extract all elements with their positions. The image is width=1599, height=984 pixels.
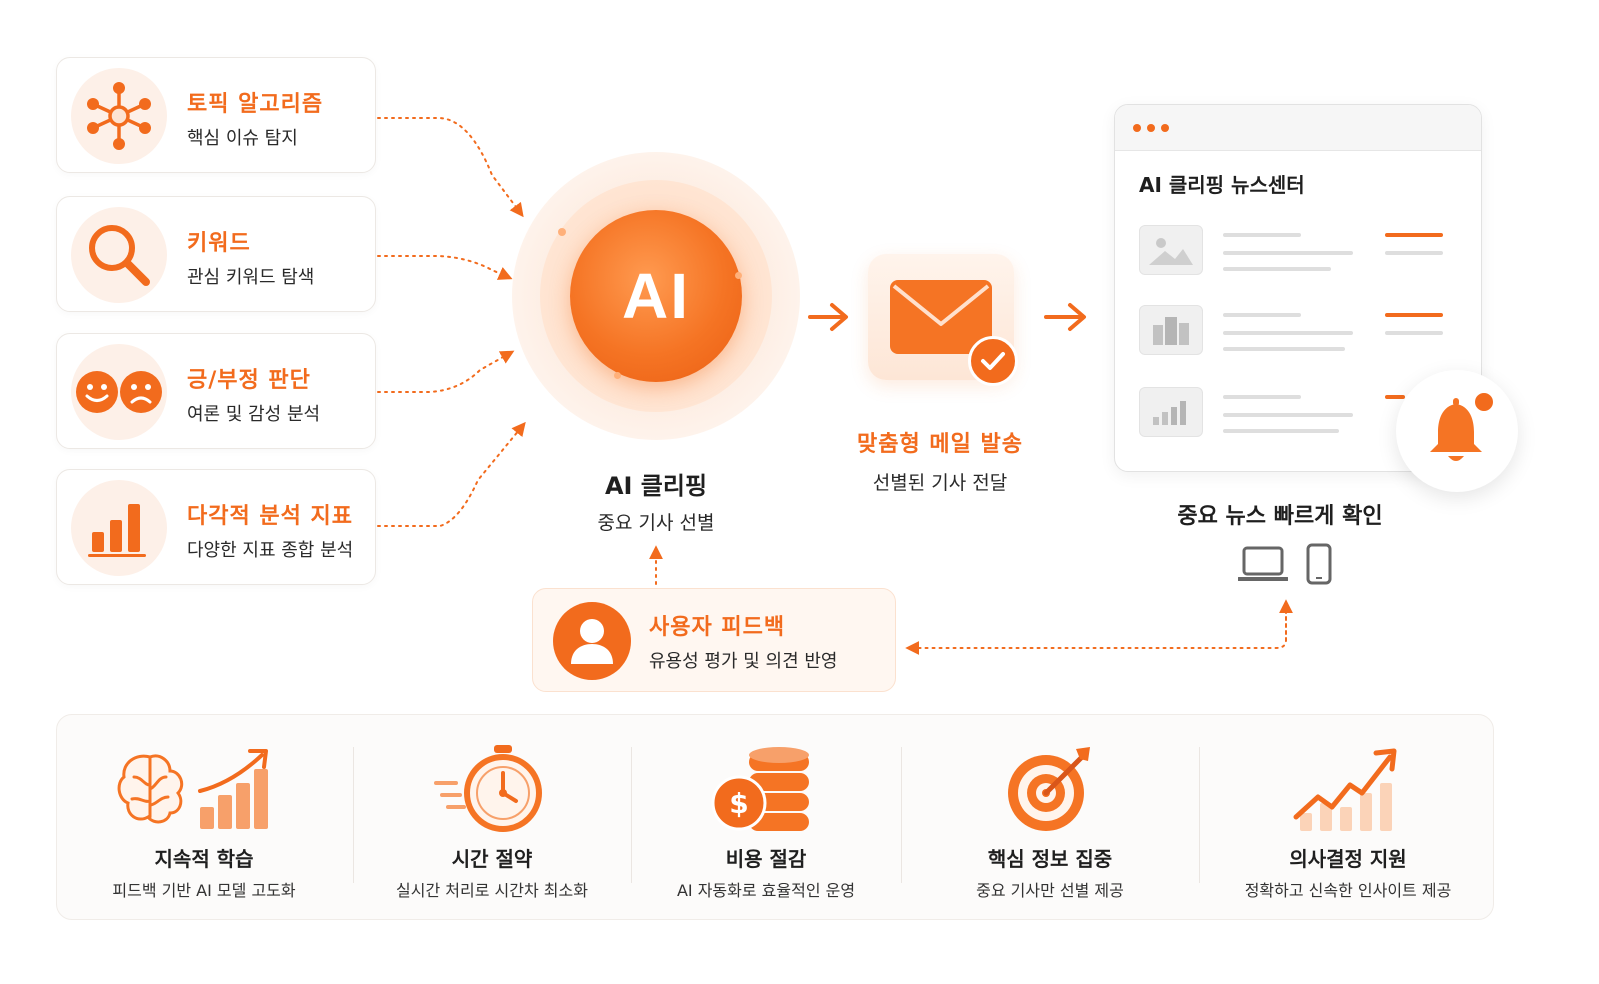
benefit-divider [631,747,632,883]
benefit-title: 핵심 정보 집중 [987,847,1113,871]
news-line [1223,233,1301,237]
input-title: 키워드 [187,231,251,256]
connector-feedback-news [905,603,1287,655]
coin-stack-icon: $ [633,741,899,837]
benefit-decision-support: 의사결정 지원 정확하고 신속한 인사이트 제공 [1201,715,1495,921]
news-line [1385,251,1443,255]
input-card-topic: 토픽 알고리즘 핵심 이슈 탐지 [56,57,376,173]
ai-title: AI 클리핑 [604,472,708,500]
news-window-title: AI 클리핑 뉴스센터 [1139,173,1305,197]
window-dot [1147,124,1155,132]
mail-card [868,254,1018,386]
benefit-subtitle: AI 자동화로 효율적인 운영 [676,881,856,900]
news-line [1223,267,1331,271]
input-title: 긍/부정 판단 [187,368,311,393]
connector-topic [377,117,524,218]
brain-growth-icon [57,741,351,837]
input-subtitle: 핵심 이슈 탐지 [187,128,298,149]
input-subtitle: 다양한 지표 종합 분석 [187,540,354,561]
sparkle-dot [558,228,566,236]
news-line [1385,331,1443,335]
svg-text:$: $ [729,787,748,820]
stopwatch-icon [355,741,629,837]
input-title: 다각적 분석 지표 [187,504,353,529]
ai-core: AI [570,210,742,382]
arrow-mail-to-news [1044,303,1086,331]
building-icon [1139,305,1203,355]
news-caption: 중요 뉴스 빠르게 확인 [1177,504,1383,529]
window-dot [1133,124,1141,132]
news-line [1223,313,1301,317]
benefit-continuous-learning: 지속적 학습 피드백 기반 AI 모델 고도화 [57,715,351,921]
notification-bell [1396,370,1518,492]
news-line [1223,429,1339,433]
benefit-subtitle: 피드백 기반 AI 모델 고도화 [112,881,296,900]
news-accent-line [1385,233,1443,237]
benefits-panel: 지속적 학습 피드백 기반 AI 모델 고도화 시간 절약 실시간 처리로 시간… [56,714,1494,920]
benefit-divider [901,747,902,883]
laptop-icon [1238,546,1288,581]
search-icon [71,207,167,303]
benefit-title: 지속적 학습 [154,847,254,871]
image-thumbnail-icon [1139,225,1203,275]
sparkle-dot [735,272,742,279]
news-accent-line [1385,313,1443,317]
news-line [1223,413,1353,417]
benefit-subtitle: 실시간 처리로 시간차 최소화 [396,881,588,900]
chart-thumbnail-icon [1139,387,1203,437]
ai-subtitle: 중요 기사 선별 [597,512,715,534]
sentiment-faces-icon [71,344,167,440]
benefit-divider [353,747,354,883]
input-card-keyword: 키워드 관심 키워드 탐색 [56,196,376,312]
input-card-metrics: 다각적 분석 지표 다양한 지표 종합 분석 [56,469,376,585]
benefit-subtitle: 중요 기사만 선별 제공 [976,881,1124,900]
input-card-sentiment: 긍/부정 판단 여론 및 감성 분석 [56,333,376,449]
news-line [1223,331,1353,335]
benefit-subtitle: 정확하고 신속한 인사이트 제공 [1244,881,1452,900]
mail-title: 맞춤형 메일 발송 [857,432,1023,457]
mail-subtitle: 선별된 기사 전달 [872,472,1008,494]
bar-chart-icon [71,480,167,576]
benefit-title: 시간 절약 [451,847,533,871]
connector-keyword [377,255,513,280]
benefit-cost-saving: $ 비용 절감 AI 자동화로 효율적인 운영 [633,715,899,921]
feedback-title: 사용자 피드백 [649,615,786,640]
bell-icon [1430,391,1495,461]
input-subtitle: 관심 키워드 탐색 [187,267,315,288]
feedback-card: 사용자 피드백 유용성 평가 및 의견 반영 [532,588,896,692]
benefit-title: 의사결정 지원 [1289,847,1407,871]
feedback-subtitle: 유용성 평가 및 의견 반영 [649,651,838,672]
connector-metrics [377,421,526,527]
connector-sentiment [377,350,515,393]
benefit-title: 비용 절감 [725,847,807,871]
window-dot [1161,124,1169,132]
news-line [1223,251,1353,255]
news-accent-line [1385,395,1405,399]
input-title: 토픽 알고리즘 [187,92,324,117]
window-titlebar [1115,105,1481,151]
benefit-time-saving: 시간 절약 실시간 처리로 시간차 최소화 [355,715,629,921]
benefit-focus: 핵심 정보 집중 중요 기사만 선별 제공 [903,715,1197,921]
user-icon [553,602,631,680]
target-icon [903,741,1197,837]
network-icon [71,68,167,164]
news-line [1223,347,1345,351]
ai-badge: AI [622,260,690,332]
input-subtitle: 여론 및 감성 분석 [187,404,321,425]
envelope-icon [890,280,992,354]
mobile-icon [1306,543,1332,585]
sparkle-dot [614,372,621,379]
benefit-divider [1199,747,1200,883]
trend-up-icon [1201,741,1495,837]
check-icon [968,336,1018,386]
news-line [1223,395,1301,399]
arrow-ai-to-mail [808,303,848,331]
